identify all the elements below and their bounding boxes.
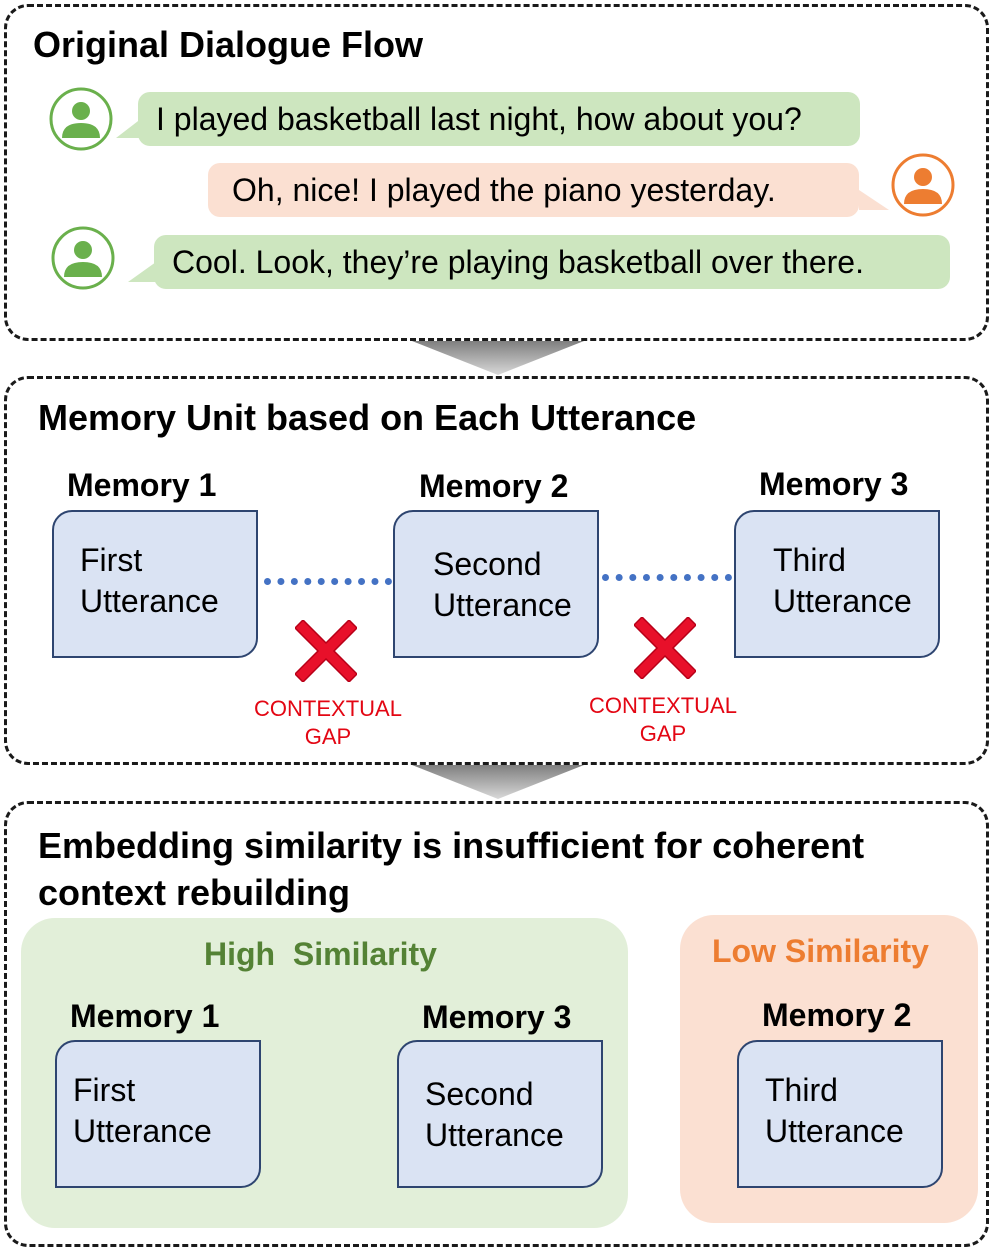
memory-label: Memory 1 bbox=[70, 998, 220, 1034]
memory-label: Memory 3 bbox=[759, 466, 909, 502]
dialogue-flow-title: Original Dialogue Flow bbox=[33, 24, 424, 65]
message-bubble-1: I played basketball last night, how abou… bbox=[138, 92, 860, 146]
memory-label: Memory 2 bbox=[762, 997, 912, 1033]
memory-unit-title: Memory Unit based on Each Utterance bbox=[38, 397, 697, 438]
memory-card-line: Utterance bbox=[80, 583, 219, 619]
memory-unit-panel bbox=[4, 376, 989, 765]
gap-line: CONTEXTUAL bbox=[254, 696, 402, 721]
memory-card-line: Utterance bbox=[765, 1113, 904, 1149]
memory-label: Memory 2 bbox=[419, 468, 569, 504]
user-avatar-green-icon bbox=[51, 226, 115, 290]
memory-card-line: Utterance bbox=[73, 1113, 212, 1149]
memory-card-line: Second bbox=[433, 546, 542, 582]
memory-card-line: First bbox=[73, 1072, 136, 1108]
memory-card-line: Third bbox=[765, 1072, 838, 1108]
similarity-title-line: context rebuilding bbox=[38, 872, 351, 913]
memory-card-line: Utterance bbox=[773, 583, 912, 619]
bubble-tail bbox=[859, 190, 889, 210]
similarity-title-line: Embedding similarity is insufficient for… bbox=[38, 825, 865, 866]
memory-card: Third Utterance bbox=[734, 510, 940, 658]
cross-mark-icon bbox=[634, 617, 696, 679]
memory-card: Third Utterance bbox=[737, 1040, 943, 1188]
dialogue-flow-panel bbox=[4, 4, 989, 341]
cross-mark-icon bbox=[295, 620, 357, 682]
memory-link-dotted-line bbox=[602, 574, 732, 581]
gap-line: GAP bbox=[639, 721, 687, 746]
memory-card: First Utterance bbox=[52, 510, 258, 658]
gap-line: CONTEXTUAL bbox=[589, 693, 737, 718]
down-arrow-icon bbox=[412, 341, 584, 375]
memory-card: First Utterance bbox=[55, 1040, 261, 1188]
low-similarity-title: Low Similarity bbox=[712, 933, 929, 969]
memory-card-line: Utterance bbox=[425, 1117, 564, 1153]
memory-label: Memory 1 bbox=[67, 467, 217, 503]
down-arrow-icon bbox=[412, 765, 584, 799]
bubble-tail bbox=[128, 262, 156, 282]
message-bubble-3: Cool. Look, they’re playing basketball o… bbox=[154, 235, 950, 289]
contextual-gap-label: CONTEXTUAL GAP bbox=[578, 692, 748, 748]
similarity-panel bbox=[4, 801, 989, 1247]
high-similarity-title: High Similarity bbox=[204, 936, 437, 972]
gap-line: GAP bbox=[304, 724, 352, 749]
user-avatar-green-icon bbox=[49, 87, 113, 151]
memory-card-line: Utterance bbox=[433, 587, 572, 623]
memory-link-dotted-line bbox=[264, 578, 392, 585]
memory-card-line: Second bbox=[425, 1076, 534, 1112]
bubble-tail bbox=[116, 118, 142, 138]
memory-card: Second Utterance bbox=[397, 1040, 603, 1188]
user-avatar-orange-icon bbox=[891, 153, 955, 217]
memory-label: Memory 3 bbox=[422, 999, 572, 1035]
contextual-gap-label: CONTEXTUAL GAP bbox=[243, 695, 413, 751]
message-bubble-2: Oh, nice! I played the piano yesterday. bbox=[208, 163, 859, 217]
memory-card-line: Third bbox=[773, 542, 846, 578]
memory-card-line: First bbox=[80, 542, 143, 578]
memory-card: Second Utterance bbox=[393, 510, 599, 658]
